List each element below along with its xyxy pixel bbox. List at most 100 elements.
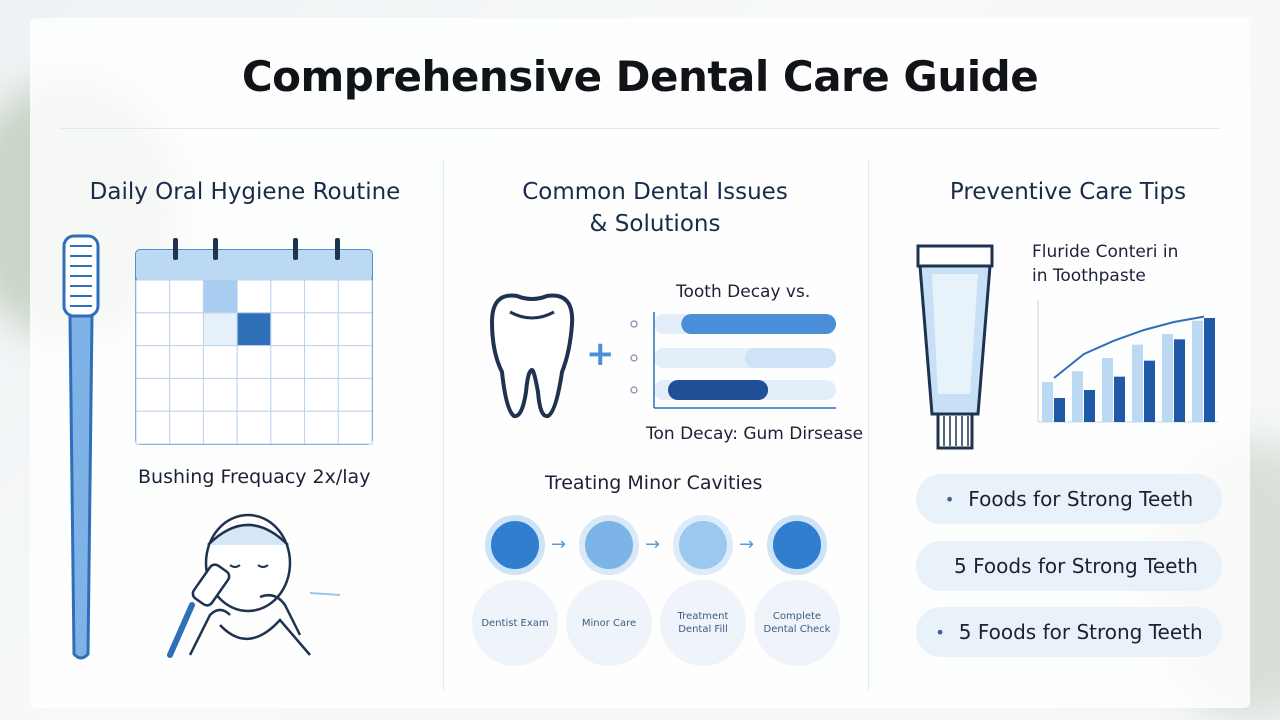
chart-bar — [1204, 318, 1215, 422]
step-2-label: Minor Care — [566, 580, 652, 666]
calendar-cell — [337, 345, 373, 379]
daily-routine-title: Daily Oral Hygiene Routine — [89, 179, 401, 205]
chart-bar — [1192, 320, 1203, 422]
dental-issues-title: Common Dental Issues & Solutions — [460, 176, 850, 240]
step-1-icon — [485, 515, 545, 575]
calendar-cell — [337, 410, 373, 445]
compare-marker — [630, 354, 638, 362]
column-divider-2 — [868, 160, 869, 690]
calendar-cell — [169, 279, 204, 314]
calendar-cell — [337, 377, 373, 412]
calendar-cell — [169, 345, 204, 379]
calendar-cell — [202, 312, 238, 347]
calendar-cell — [304, 312, 339, 347]
pill-foods-2[interactable]: 5 Foods for Strong Teeth — [916, 541, 1222, 591]
calendar-cell — [169, 410, 204, 445]
calendar-cell — [304, 345, 339, 379]
chart-bar — [1054, 398, 1065, 422]
chart-bar — [1162, 334, 1173, 422]
calendar-cell — [236, 279, 272, 314]
fluoride-bar-chart — [1037, 300, 1218, 423]
fluoride-chart-title-line1: Fluride Conteri in — [1032, 242, 1179, 262]
calendar-cell — [202, 410, 238, 445]
compare-marker — [630, 320, 638, 328]
fluoride-chart-title-line2: in Toothpaste — [1032, 266, 1146, 286]
calendar-cell — [169, 312, 204, 347]
step-4-icon — [767, 515, 827, 575]
calendar-icon — [135, 238, 373, 445]
dental-issues-title-line1: Common Dental Issues — [522, 179, 788, 205]
calendar-cell — [236, 377, 272, 412]
calendar-cell — [270, 377, 306, 412]
chart-bar — [1072, 371, 1083, 422]
calendar-cell — [270, 410, 306, 445]
bullet: • — [944, 489, 955, 509]
calendar-cell — [202, 279, 238, 314]
step-2-icon — [579, 515, 639, 575]
calendar-cell — [135, 410, 171, 445]
calendar-ring — [173, 238, 178, 260]
pill-foods-1[interactable]: • Foods for Strong Teeth — [916, 474, 1222, 524]
chart-bar — [1084, 390, 1095, 422]
tooth-icon — [489, 293, 575, 419]
calendar-cell — [236, 410, 272, 445]
chart-trend-line — [1053, 315, 1205, 379]
chart-bar — [1042, 382, 1053, 422]
step-3-label: Treatment Dental Fill — [660, 580, 746, 666]
calendar-cell — [337, 312, 373, 347]
arrow-icon: → — [739, 534, 755, 555]
calendar-ring — [293, 238, 298, 260]
calendar-cell — [304, 279, 339, 314]
calendar-cell — [236, 345, 272, 379]
calendar-cell — [135, 377, 171, 412]
calendar-cell — [202, 377, 238, 412]
calendar-cell — [270, 312, 306, 347]
bullet: • — [935, 622, 945, 642]
step-3-icon — [673, 515, 733, 575]
calendar-cell — [270, 279, 306, 314]
chart-bar — [1114, 376, 1125, 422]
calendar-cell — [169, 377, 204, 412]
calendar-cell — [135, 312, 171, 347]
toothpaste-icon — [916, 244, 994, 450]
calendar-cell — [135, 345, 171, 379]
comparison-bars — [630, 312, 836, 409]
compare-title: Tooth Decay vs. — [676, 282, 811, 302]
calendar-cell — [236, 312, 272, 347]
chart-bar — [1102, 358, 1113, 422]
dental-issues-title-line2: & Solutions — [589, 211, 721, 237]
calendar-ring — [335, 238, 340, 260]
pill-text: 5 Foods for Strong Teeth — [958, 620, 1203, 644]
calendar-cell — [304, 410, 339, 445]
compare-fill — [681, 314, 836, 334]
pill-text: Foods for Strong Teeth — [968, 487, 1194, 511]
fluoride-chart-title: Fluride Conteri in in Toothpaste — [1032, 240, 1178, 288]
plus-icon: + — [586, 334, 615, 374]
toothbrush-icon — [62, 234, 100, 660]
page-title: Comprehensive Dental Care Guide — [241, 52, 1039, 101]
column-divider-1 — [443, 160, 444, 690]
calendar-cell — [337, 279, 373, 314]
pill-foods-3[interactable]: • 5 Foods for Strong Teeth — [916, 607, 1222, 657]
calendar-cell — [202, 345, 238, 379]
calendar-cell — [304, 377, 339, 412]
treating-title: Treating Minor Cavities — [545, 472, 763, 494]
arrow-icon: → — [551, 534, 567, 555]
chart-bar — [1174, 339, 1185, 422]
arrow-icon: → — [645, 534, 661, 555]
compare-caption: Ton Decay: Gum Dirsease — [646, 424, 864, 444]
title-divider — [60, 128, 1220, 129]
compare-fill — [668, 380, 769, 400]
calendar-cell — [135, 279, 171, 314]
chart-bar — [1144, 360, 1155, 422]
step-1-label: Dentist Exam — [472, 580, 558, 666]
preventive-title: Preventive Care Tips — [949, 179, 1187, 205]
pill-text: 5 Foods for Strong Teeth — [954, 554, 1198, 578]
compare-fill — [745, 348, 836, 368]
calendar-cell — [270, 345, 306, 379]
step-4-label: Complete Dental Check — [754, 580, 840, 666]
person-brushing-icon — [167, 513, 341, 658]
calendar-ring — [213, 238, 218, 260]
compare-marker — [630, 386, 638, 394]
calendar-header — [136, 250, 372, 280]
